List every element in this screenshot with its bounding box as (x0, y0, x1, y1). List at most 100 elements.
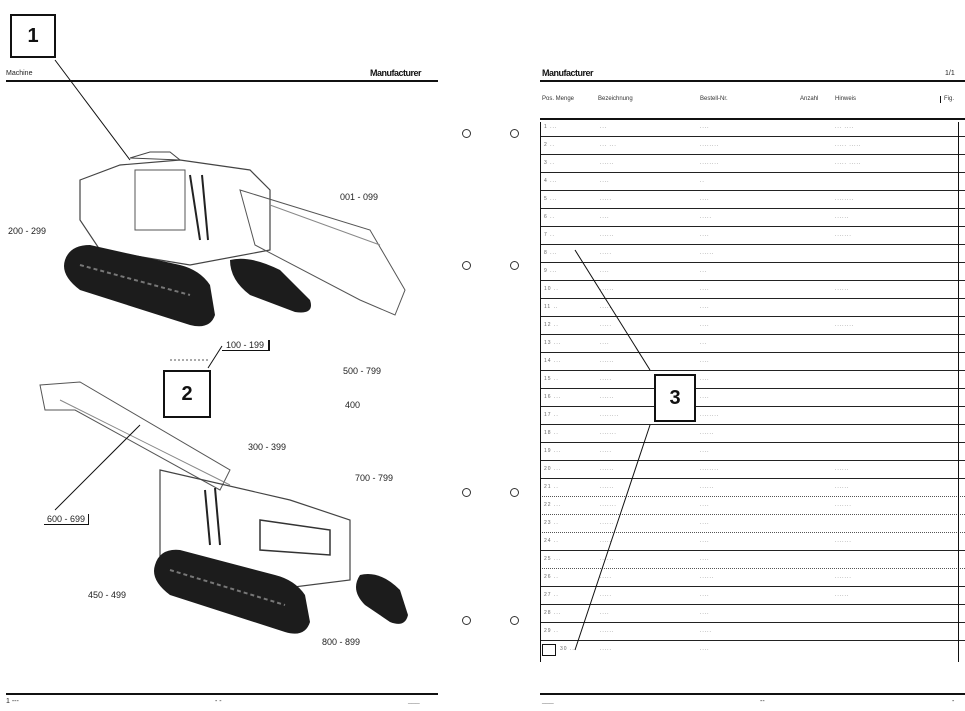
cell-name: ...... (600, 232, 615, 238)
cell-partno: .... (700, 124, 710, 130)
cell-partno: .. (700, 178, 705, 184)
binding-hole (510, 616, 519, 625)
cell-partno: ... (700, 268, 708, 274)
cell-partno: ..... (700, 214, 712, 220)
table-row: 21 .................... (540, 482, 965, 497)
cell-partno: ..... (700, 628, 712, 634)
cell-pos: 9 ... (544, 268, 558, 274)
right-header-text: 1/1 (945, 70, 955, 77)
cell-remark: ..... ..... (835, 142, 862, 148)
table-row: 13 .......... (540, 338, 965, 353)
table-row: 16 ............. (540, 392, 965, 407)
cell-pos: 3 .. (544, 160, 555, 166)
binding-hole (462, 616, 471, 625)
cell-name: .... (600, 268, 610, 274)
callout-2: 2 (163, 370, 211, 418)
table-header-rule (540, 118, 965, 120)
cell-partno: .... (700, 394, 710, 400)
cell-partno: .... (700, 232, 710, 238)
cell-name: ....... (600, 502, 617, 508)
cell-name: ...... (600, 160, 615, 166)
right-header-rule (540, 80, 965, 82)
table-row: 17 .................. (540, 410, 965, 425)
cell-pos: 22 ... (544, 502, 562, 508)
cell-name: ..... (600, 448, 612, 454)
cell-name: ...... (600, 394, 615, 400)
table-row: 14 ............. (540, 356, 965, 371)
cell-partno: ...... (700, 250, 715, 256)
cell-partno: .... (700, 304, 710, 310)
cell-partno: ...... (700, 430, 715, 436)
left-header-text: Machine (6, 70, 33, 77)
cell-pos: 28 ... (544, 610, 562, 616)
binding-hole (462, 261, 471, 270)
left-footer-left: 1 --- (6, 698, 19, 705)
cell-partno: .... (700, 556, 710, 562)
cell-name: ..... (600, 322, 612, 328)
left-header-rule (6, 80, 438, 82)
cell-pos: 13 ... (544, 340, 562, 346)
right-header-brand: Manufacturer (542, 68, 594, 78)
cell-remark: ........ (835, 196, 855, 202)
cell-pos: 11 .. (544, 304, 559, 310)
table-row: 26 .................... (540, 572, 965, 587)
left-header-brand: Manufacturer (370, 68, 422, 78)
cell-partno: .... (700, 610, 710, 616)
table-row: 10 .................. (540, 284, 965, 299)
cell-pos: 5 ... (544, 196, 558, 202)
callout-2-leader (170, 345, 223, 369)
cell-partno: .... (700, 520, 710, 526)
cell-partno: ...... (700, 484, 715, 490)
col-header-pos: Pos. Menge (542, 96, 575, 102)
cell-remark: ...... (835, 286, 850, 292)
binding-hole (510, 488, 519, 497)
range-label-450-499: 450 - 499 (88, 590, 127, 600)
cell-name: ...... (600, 286, 615, 292)
table-row: 18 ............... (540, 428, 965, 443)
cell-pos: 2 .. (544, 142, 555, 148)
binding-hole (510, 129, 519, 138)
cell-pos: 20 ... (544, 466, 562, 472)
cell-name: .... (600, 214, 610, 220)
cell-name: ..... (600, 538, 612, 544)
cell-name: .... (600, 178, 610, 184)
cell-remark: ...... (835, 484, 850, 490)
left-footer-mid: - - (215, 698, 222, 705)
table-row: 5 .................... (540, 194, 965, 209)
table-row: 19 ............ (540, 446, 965, 461)
cell-name: ..... (600, 250, 612, 256)
cell-partno: .... (700, 358, 710, 364)
cell-name: ...... (600, 466, 615, 472)
range-label-500-799: 500 - 799 (343, 366, 382, 376)
cell-pos: 12 .. (544, 322, 559, 328)
callout-3: 3 (654, 374, 696, 422)
cell-partno: .... (700, 196, 710, 202)
cell-pos: 14 ... (544, 358, 562, 364)
col-header-name: Bezeichnung (598, 96, 633, 102)
table-row: 12 ................... (540, 320, 965, 335)
range-label-001-099: 001 - 099 (340, 192, 379, 202)
cell-name: ... (600, 124, 608, 130)
cell-name: ..... (600, 574, 612, 580)
col-header-qty: Anzahl (800, 96, 819, 102)
cell-partno: .... (700, 502, 710, 508)
cell-pos: 1 ... (544, 124, 558, 130)
cell-pos: 4 ... (544, 178, 558, 184)
cell-pos: 6 .. (544, 214, 555, 220)
binding-hole (462, 129, 471, 138)
cell-pos: 8 ... (544, 250, 558, 256)
cell-partno: .... (700, 538, 710, 544)
range-label-700-799: 700 - 799 (355, 473, 394, 483)
range-label-200-299: 200 - 299 (8, 226, 47, 236)
left-footer-right: ___ (408, 698, 420, 705)
cell-remark: ... .... (835, 124, 855, 130)
right-footer-rule (540, 693, 965, 695)
cell-partno: ........ (700, 466, 720, 472)
binding-hole (462, 488, 471, 497)
range-label-300-399: 300 - 399 (248, 442, 287, 452)
cell-remark: ...... (835, 466, 850, 472)
excavator-illustration-top (54, 59, 406, 327)
cell-partno: .... (700, 592, 710, 598)
table-row: 15 ........... (540, 374, 965, 389)
cell-partno: .... (700, 646, 710, 652)
